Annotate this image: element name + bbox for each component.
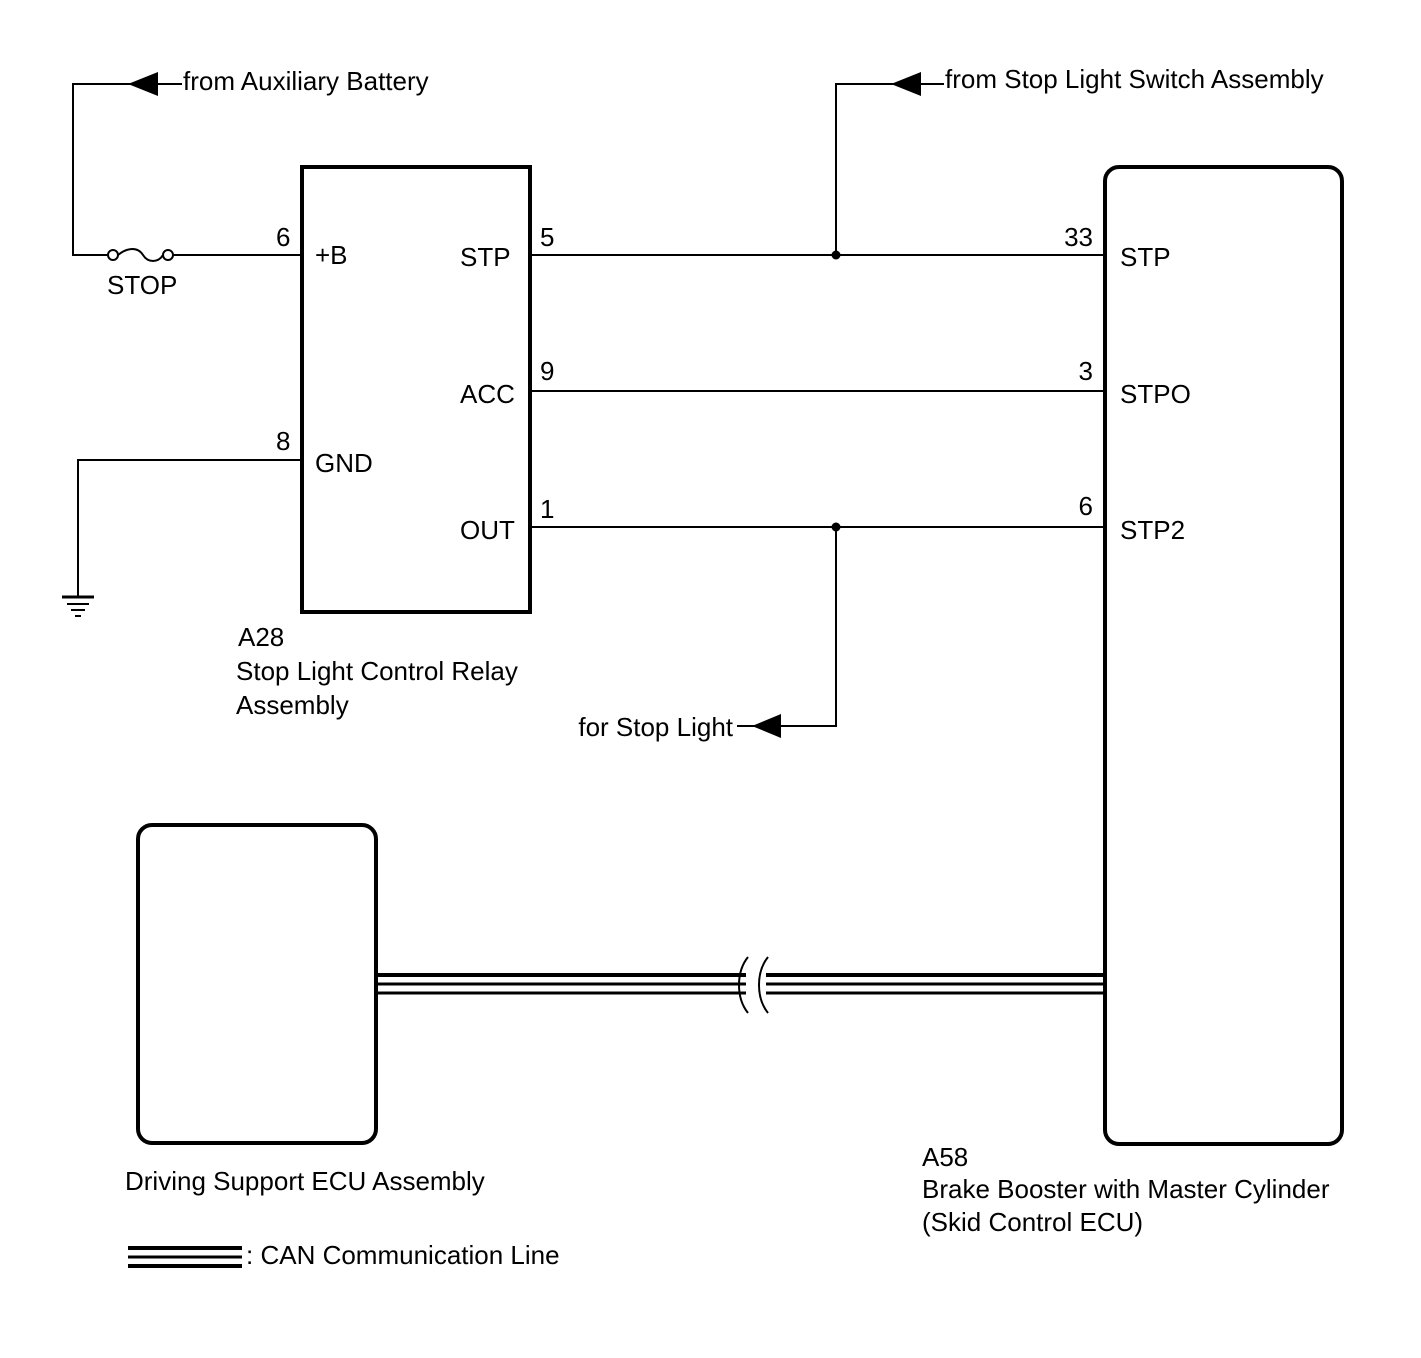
relay-terminal-out-label: OUT [460,515,515,545]
ground-wire [77,459,302,596]
stop-light-out-label: for Stop Light [578,712,733,742]
ecu-pin-stp: 33 [1064,222,1093,252]
relay-pin-b: 6 [276,222,290,252]
ground-icon [62,595,94,617]
relay-terminal-b-label: +B [315,240,348,270]
relay-pin-out: 1 [540,494,554,524]
ecu-name-line1: Brake Booster with Master Cylinder [922,1174,1330,1204]
relay-name-line1: Stop Light Control Relay [236,656,518,686]
relay-terminal-acc-label: ACC [460,379,515,409]
ecu-pin-stpo: 3 [1079,356,1093,386]
relay-terminal-stp-label: STP [460,242,511,272]
stop-fuse-icon [107,248,174,262]
stop-light-switch-label: from Stop Light Switch Assembly [945,64,1324,94]
stop-light-out-arrow-icon [752,714,781,738]
ecu-terminal-stp-label: STP [1120,242,1171,272]
aux-battery-label: from Auxiliary Battery [183,66,429,96]
relay-pin-gnd: 8 [276,426,290,456]
driving-support-box [136,823,378,1145]
relay-pin-acc: 9 [540,356,554,386]
ecu-terminal-stpo-label: STPO [1120,379,1191,409]
ecu-code: A58 [922,1142,968,1172]
ecu-pin-stp2: 6 [1079,491,1093,521]
can-legend-icon [128,1246,242,1268]
ecu-terminal-stp2-label: STP2 [1120,515,1185,545]
ecu-box [1103,165,1344,1146]
stop-light-switch-arrow-icon [891,72,921,96]
can-legend-label: : CAN Communication Line [246,1240,560,1270]
driving-support-name: Driving Support ECU Assembly [125,1166,485,1196]
can-break-icon [738,956,769,1014]
relay-name-line2: Assembly [236,690,349,720]
relay-code: A28 [238,622,284,652]
aux-battery-arrow-icon [128,72,158,96]
relay-box [300,165,532,614]
stop-light-out-wire [737,527,837,727]
relay-pin-stp: 5 [540,222,554,252]
ecu-name-line2: (Skid Control ECU) [922,1207,1143,1237]
relay-terminal-gnd-label: GND [315,448,373,478]
out-junction-dot [831,522,841,532]
stp-junction-dot [831,250,841,260]
aux-battery-wire [72,83,182,256]
can-bus-line [376,973,1105,995]
stop-fuse-label: STOP [107,270,177,300]
stop-light-switch-wire [835,83,944,255]
